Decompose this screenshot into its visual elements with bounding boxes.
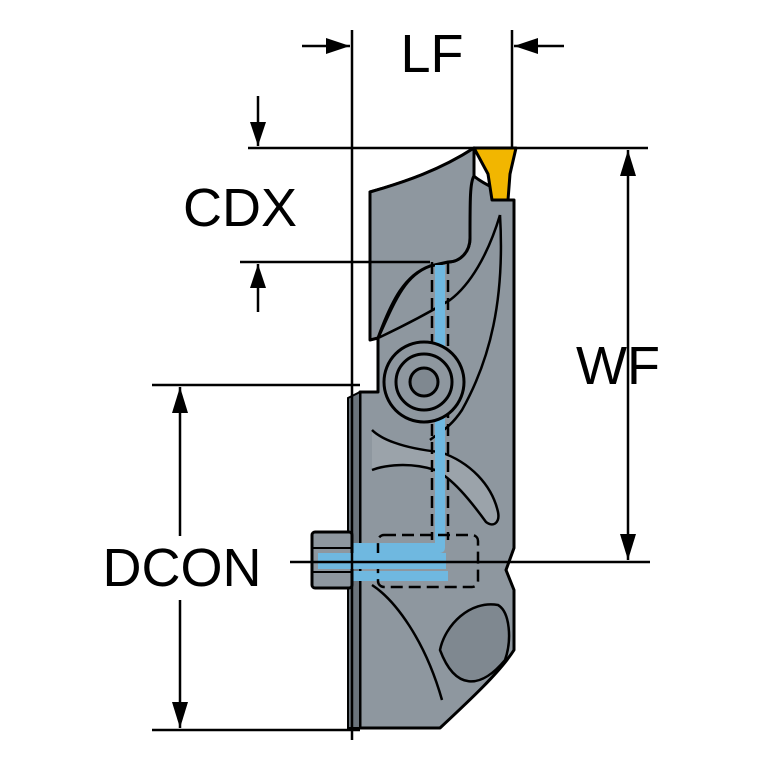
contour-4 bbox=[371, 583, 444, 701]
label-cdx: CDX bbox=[183, 178, 297, 238]
lf-left-arrow bbox=[326, 38, 350, 54]
wf-top-arrow bbox=[620, 150, 636, 176]
label-lf: LF bbox=[400, 24, 463, 84]
wf-bottom-arrow bbox=[620, 534, 636, 560]
label-dcon-backdrop bbox=[96, 536, 268, 600]
right-edge-notch bbox=[504, 547, 516, 591]
lf-right-arrow bbox=[514, 38, 538, 54]
cdx-bottom-arrow bbox=[250, 264, 266, 288]
screw-head-icon bbox=[382, 340, 466, 424]
dcon-top-arrow bbox=[172, 387, 188, 413]
tool-body bbox=[347, 146, 516, 730]
label-dcon: DCON bbox=[103, 538, 262, 598]
contour-3 bbox=[371, 429, 500, 526]
lower-pocket bbox=[438, 603, 511, 683]
arrowheads bbox=[172, 38, 636, 728]
upper-blade bbox=[368, 146, 476, 342]
contour-1 bbox=[377, 214, 502, 340]
label-wf: WF bbox=[576, 336, 660, 396]
dimension-lines bbox=[152, 30, 650, 740]
cdx-top-arrow bbox=[250, 122, 266, 146]
dcon-bottom-arrow bbox=[172, 702, 188, 728]
